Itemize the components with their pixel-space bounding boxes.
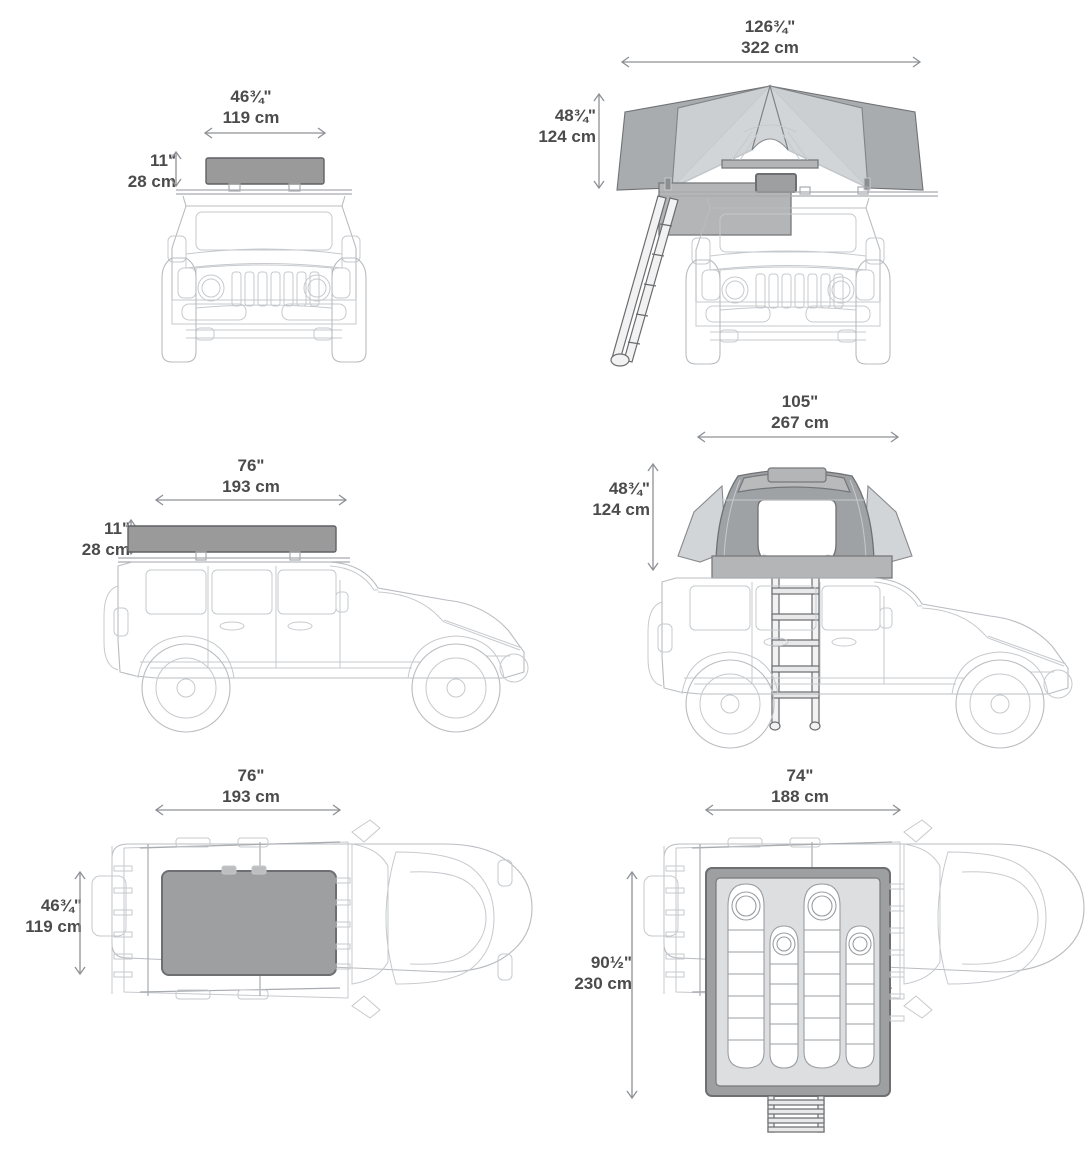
dim-side-closed-width: 76" 193 cm (222, 456, 280, 497)
sleeping-bag-child-2 (845, 925, 875, 1069)
arrow-vertical (593, 92, 605, 190)
dim-top-open-width: 74" 188 cm (771, 766, 829, 807)
dim-side-open-width: 105" 267 cm (771, 392, 829, 433)
tent-ladder (769, 577, 821, 731)
tent-brackets (335, 877, 351, 970)
arrow-horizontal (696, 431, 900, 443)
sleeping-bag-adult-1 (727, 883, 765, 1069)
tent-brackets (889, 883, 905, 1022)
vehicle-top-outline (643, 819, 1085, 1019)
tent-ladder (767, 1095, 825, 1133)
dim-top-closed-height: 46¾" 119 cm (25, 896, 82, 937)
tent-latches (221, 865, 267, 875)
arrow-vertical (647, 462, 659, 572)
tent-open-shell (677, 467, 913, 565)
arrow-horizontal (704, 804, 902, 816)
vehicle-front-outline (685, 197, 891, 365)
tent-closed-box (205, 157, 325, 185)
dim-side-closed-height: 11" 28 cm (81, 519, 130, 560)
dim-front-open-height: 48¾" 124 cm (538, 106, 596, 147)
vehicle-front-outline (161, 195, 367, 363)
arrow-vertical (626, 870, 638, 1100)
arrow-horizontal (154, 804, 342, 816)
arrow-vertical (170, 150, 182, 188)
dim-side-open-height: 48¾" 124 cm (592, 479, 650, 520)
dim-top-closed-width: 76" 193 cm (222, 766, 280, 807)
arrow-horizontal (203, 127, 327, 139)
tent-mount-clamps (664, 177, 871, 191)
tent-open-canopy (616, 83, 924, 191)
dim-front-closed-width: 46¾" 119 cm (222, 87, 280, 128)
sleeping-bag-child-1 (769, 925, 799, 1069)
vehicle-side-outline (647, 577, 1073, 749)
tent-ladder (610, 195, 679, 367)
tent-closed-box (127, 525, 337, 553)
sleeping-bag-adult-2 (803, 883, 841, 1069)
dim-top-open-height: 90½" 230 cm (574, 953, 632, 994)
arrow-horizontal (620, 56, 922, 68)
vehicle-side-outline (103, 561, 529, 733)
roof-rack (176, 183, 352, 195)
dim-front-open-width: 126¾" 322 cm (741, 17, 799, 58)
dim-front-closed-height: 11" 28 cm (127, 151, 176, 192)
roof-rack (660, 186, 938, 197)
arrow-vertical (74, 870, 86, 976)
arrow-horizontal (154, 494, 348, 506)
